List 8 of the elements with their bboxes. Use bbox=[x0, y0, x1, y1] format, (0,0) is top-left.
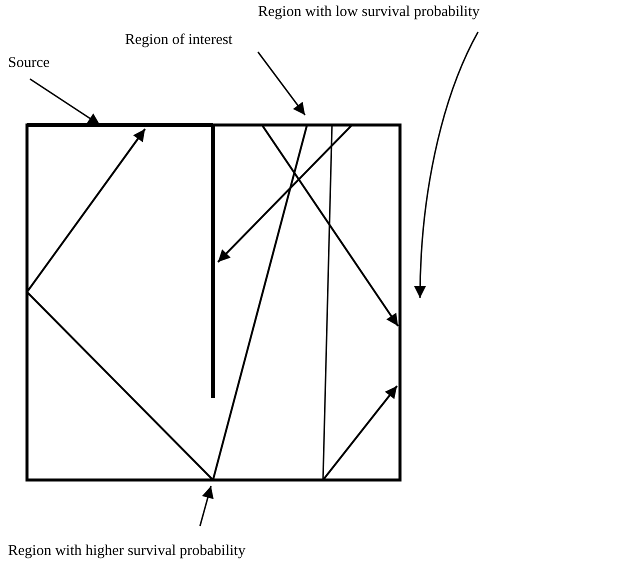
region-label: Region of interest bbox=[125, 31, 232, 49]
leader-line bbox=[414, 32, 479, 298]
region-label: Region with low survival probability bbox=[258, 3, 480, 21]
leader-line bbox=[30, 78, 100, 126]
region-label: Region with higher survival probability bbox=[8, 542, 246, 560]
leader-line bbox=[257, 52, 306, 116]
region-label: Source bbox=[8, 54, 50, 72]
leader-line bbox=[199, 486, 214, 526]
